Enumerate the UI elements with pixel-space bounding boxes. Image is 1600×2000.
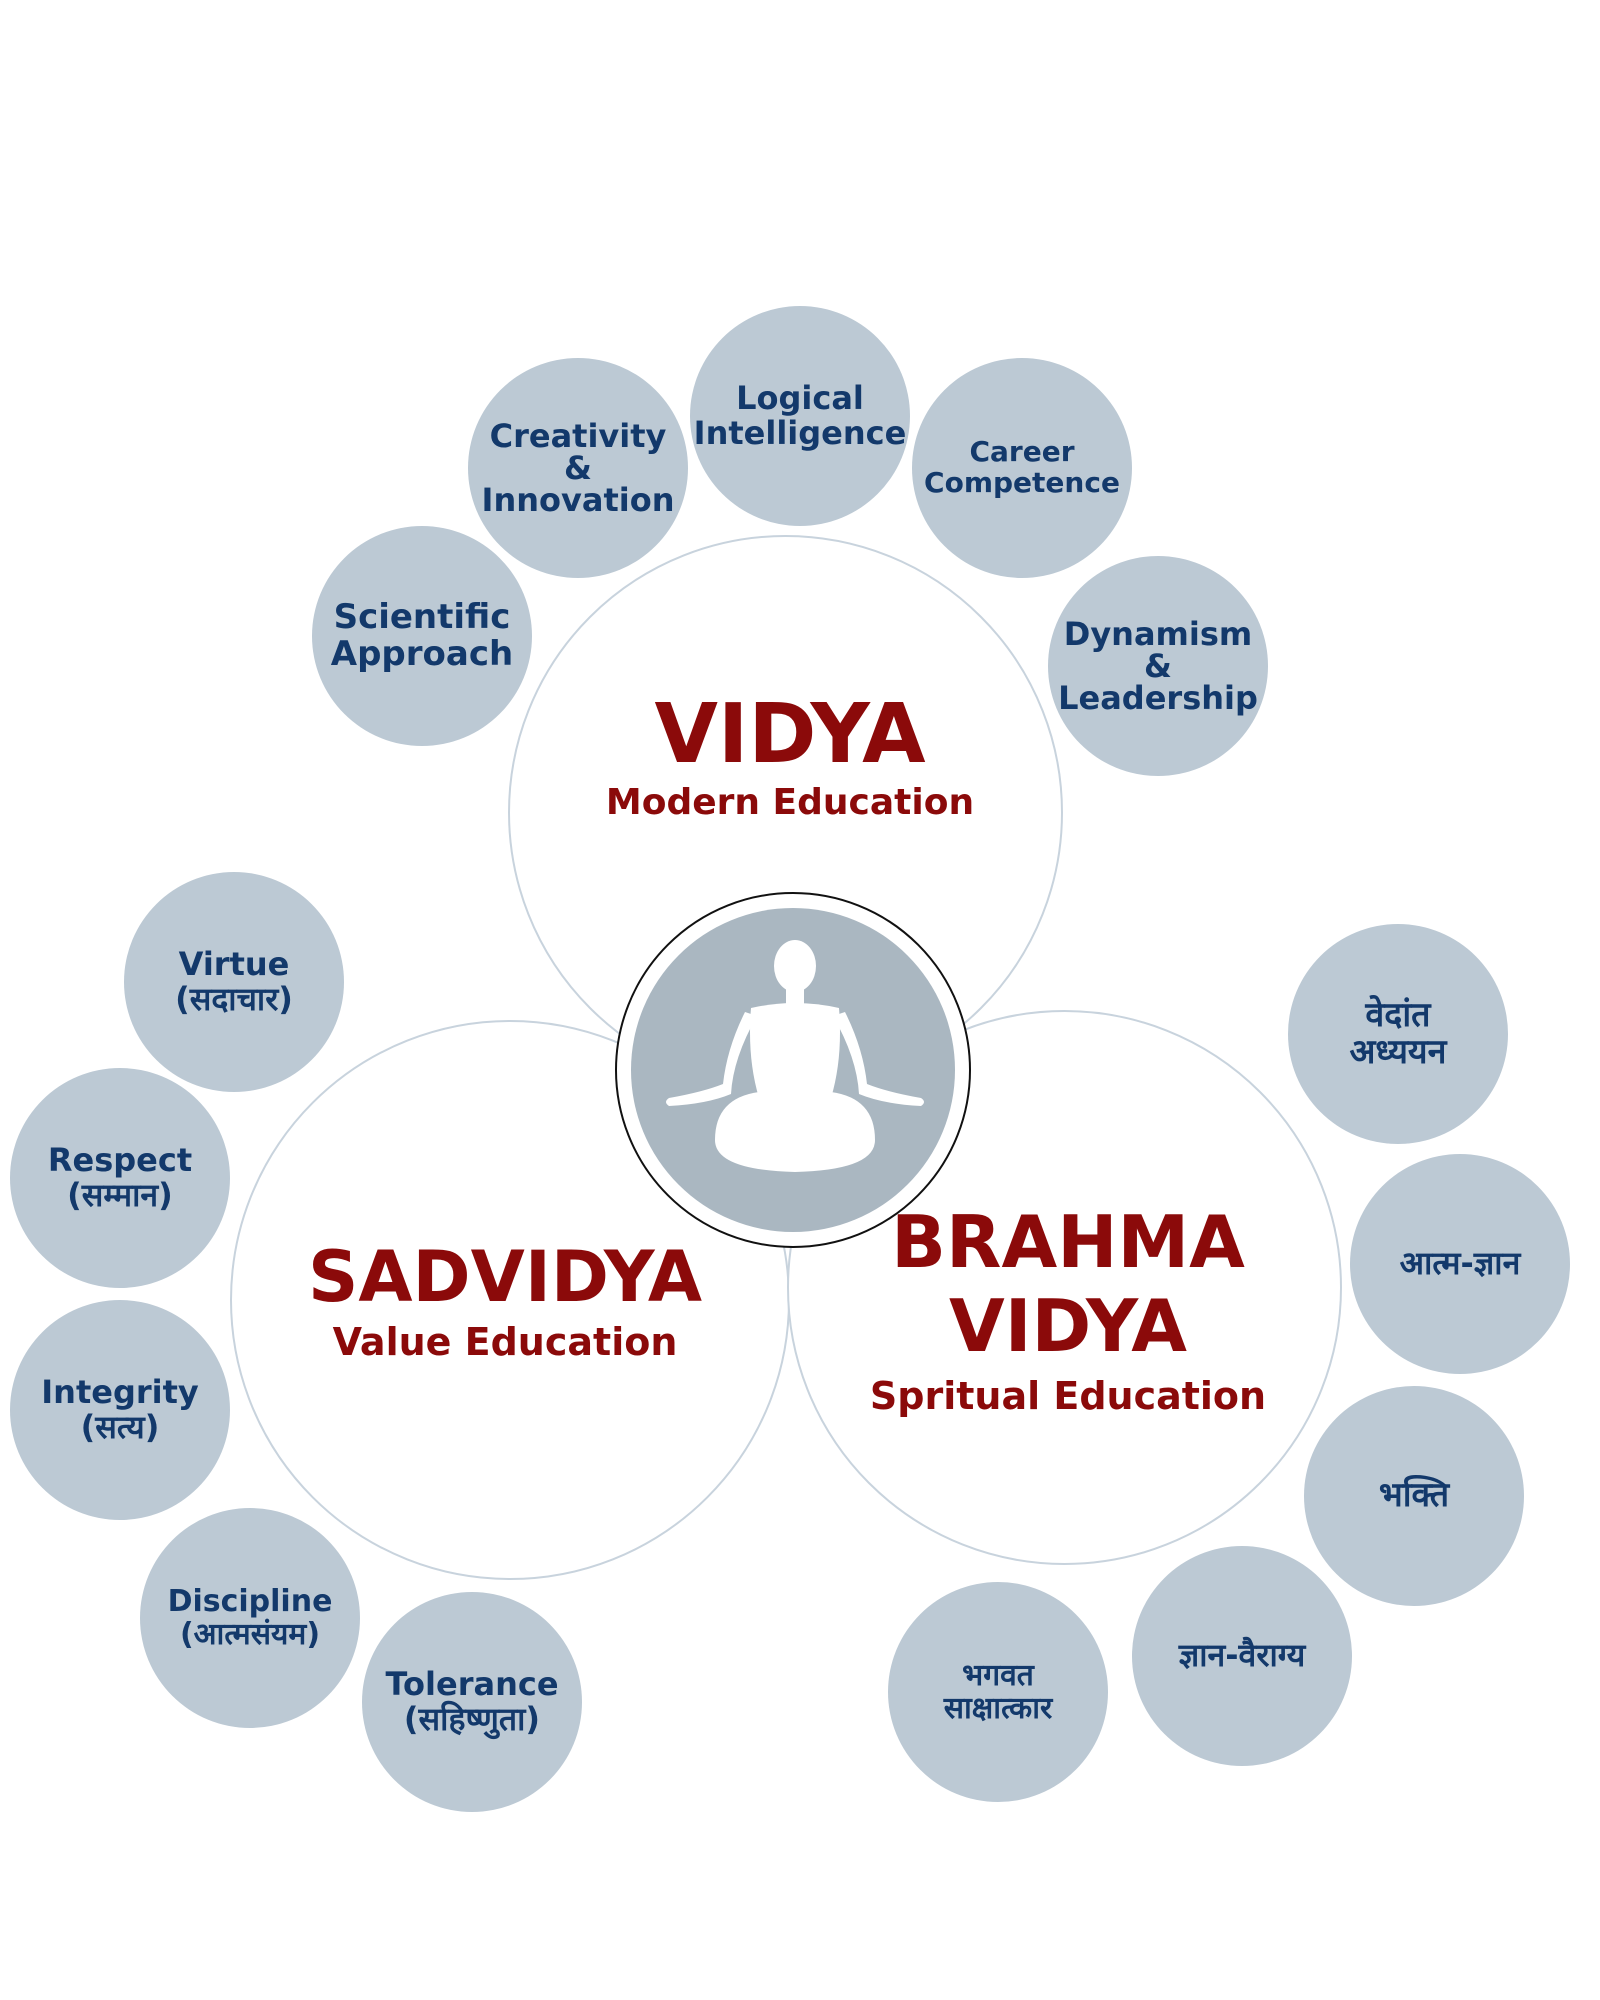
- bubble-label: भगवत साक्षात्कार: [943, 1658, 1053, 1726]
- bubble-integrity: Integrity (सत्य): [10, 1300, 230, 1520]
- bubble-label: वेदांत अध्ययन: [1349, 994, 1447, 1072]
- bubble-label: Integrity (सत्य): [41, 1372, 199, 1446]
- bubble-tolerance: Tolerance (सहिष्णुता): [362, 1592, 582, 1812]
- bubble-scientific-approach: Scientific Approach: [312, 526, 532, 746]
- bubble-bhagavat-sakshatkar: भगवत साक्षात्कार: [888, 1582, 1108, 1802]
- brahma-vidya-title-line2: VIDYA: [948, 1284, 1187, 1368]
- brahma-vidya-title-block: BRAHMA VIDYA Spritual Education: [870, 1200, 1266, 1424]
- bubble-label: Creativity & Innovation: [481, 417, 675, 519]
- bubble-label: Career Competence: [924, 435, 1120, 499]
- vidya-title-block: VIDYA Modern Education: [606, 690, 974, 826]
- brahma-vidya-title-line1: BRAHMA: [891, 1200, 1245, 1284]
- bubble-label: भक्ति: [1378, 1475, 1450, 1516]
- bubble-virtue: Virtue (सदाचार): [124, 872, 344, 1092]
- bubble-label: ज्ञान-वैराग्य: [1178, 1636, 1306, 1675]
- vidya-subtitle: Modern Education: [605, 782, 975, 823]
- meditation-figure-icon: [666, 940, 924, 1172]
- bubble-atma-gyan: आत्म-ज्ञान: [1350, 1154, 1570, 1374]
- bubble-label: Logical Intelligence: [693, 378, 907, 452]
- bubble-label: आत्म-ज्ञान: [1399, 1244, 1521, 1283]
- vidya-title: VIDYA: [654, 687, 926, 782]
- sadvidya-title: SADVIDYA: [307, 1236, 703, 1318]
- sadvidya-subtitle: Value Education: [332, 1320, 678, 1364]
- bubble-career-competence: Career Competence: [912, 358, 1132, 578]
- sadvidya-title-block: SADVIDYA Value Education: [308, 1235, 702, 1365]
- bubble-logical-intelligence: Logical Intelligence: [690, 306, 910, 526]
- bubble-gyan-vairagya: ज्ञान-वैराग्य: [1132, 1546, 1352, 1766]
- bubble-label: Tolerance (सहिष्णुता): [385, 1664, 559, 1738]
- bubble-discipline: Discipline (आत्मसंयम): [140, 1508, 360, 1728]
- bubble-bhakti: भक्ति: [1304, 1386, 1524, 1606]
- bubble-label: Virtue (सदाचार): [175, 944, 293, 1018]
- bubble-label: Scientific Approach: [330, 596, 514, 674]
- bubble-dynamism-leadership: Dynamism & Leadership: [1048, 556, 1268, 776]
- bubble-creativity-innovation: Creativity & Innovation: [468, 358, 688, 578]
- bubble-label: Respect (सम्मान): [47, 1140, 193, 1214]
- bubble-label: Discipline (आत्मसंयम): [167, 1584, 333, 1652]
- bubble-label: Dynamism & Leadership: [1058, 615, 1258, 717]
- brahma-vidya-subtitle: Spritual Education: [869, 1374, 1267, 1418]
- bubble-respect: Respect (सम्मान): [10, 1068, 230, 1288]
- bubble-vedanta-adhyayan: वेदांत अध्ययन: [1288, 924, 1508, 1144]
